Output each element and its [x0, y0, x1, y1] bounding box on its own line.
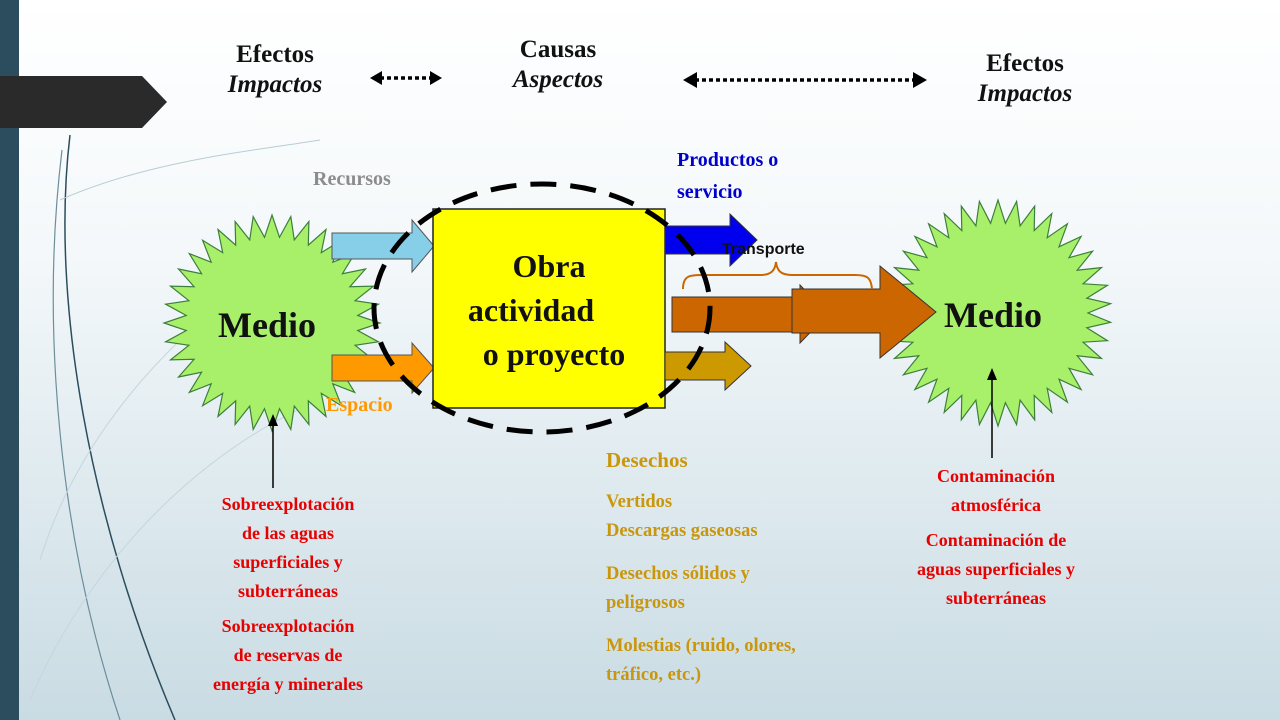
center-box-line2: actividad: [467, 292, 595, 328]
header-arrow-left: [370, 71, 442, 85]
header-center-subtitle: Aspectos: [512, 65, 604, 93]
header-center-title: Causas: [519, 36, 597, 63]
header-left: Efectos Impactos: [205, 40, 345, 99]
left-impact-line: energía y minerales: [213, 674, 363, 694]
left-impact-line: Sobreexplotación: [221, 616, 355, 636]
center-box-line1: Obra: [512, 248, 586, 284]
medio-right-label: Medio: [944, 295, 1042, 335]
header-center: Causas Aspectos: [488, 35, 628, 94]
right-impact-line: Contaminación: [936, 466, 1055, 486]
productos-label-line2: servicio: [677, 181, 743, 203]
productos-arrow: [664, 212, 758, 268]
right-impact-line: atmosférica: [951, 495, 1041, 515]
medio-left-starburst: [162, 213, 382, 433]
medio-right-starburst: [883, 198, 1113, 428]
header-left-title: Efectos: [236, 41, 314, 68]
transporte-label: Transporte: [722, 241, 805, 258]
right-impact-line: subterráneas: [946, 588, 1046, 608]
header-right-subtitle: Impactos: [977, 79, 1073, 107]
decorative-curves: [29, 134, 320, 720]
left-impact-line: superficiales y: [233, 552, 343, 572]
right-impact-line: Contaminación de: [925, 530, 1067, 550]
productos-label-line1: Productos o: [677, 149, 779, 171]
desechos-item: peligrosos: [606, 593, 685, 613]
center-box-line3: o proyecto: [482, 336, 626, 372]
desechos-item: tráfico, etc.): [606, 665, 702, 685]
desechos-item: Vertidos: [606, 492, 673, 512]
left-impact-line: de las aguas: [241, 523, 335, 543]
right-impact-line: aguas superficiales y: [916, 559, 1075, 579]
left-impact-line: subterráneas: [238, 581, 338, 601]
desechos-item: Descargas gaseosas: [606, 521, 758, 541]
center-box: [432, 208, 666, 409]
header-right-title: Efectos: [986, 50, 1064, 77]
left-accent-bar: [0, 0, 19, 720]
header-right: Efectos Impactos: [955, 49, 1095, 108]
right-impacts: Contaminación atmosférica Contaminación …: [880, 462, 1112, 613]
desechos-list: Vertidos Descargas gaseosas Desechos sól…: [606, 488, 796, 690]
recursos-arrow: [331, 218, 435, 274]
desechos-title: Desechos: [606, 448, 688, 472]
espacio-label: Espacio: [326, 394, 393, 416]
transporte-arrow-large: [791, 264, 937, 360]
left-impact-pointer: [268, 414, 278, 488]
productos-label: Productos o servicio: [677, 144, 778, 208]
recursos-label: Recursos: [313, 168, 391, 190]
desechos-item: Desechos sólidos y: [606, 564, 750, 584]
header-arrow-right: [683, 72, 927, 88]
dashed-boundary-ellipse: [371, 181, 713, 435]
title-tab-shape: [0, 76, 167, 128]
center-box-text: Obra actividad o proyecto: [433, 244, 665, 376]
desechos-item: Molestias (ruido, olores,: [606, 636, 796, 656]
desechos-arrow: [664, 340, 752, 392]
right-impact-pointer: [987, 368, 997, 458]
transporte-brace: [682, 261, 873, 290]
medio-left-label: Medio: [218, 305, 316, 345]
left-impact-line: de reservas de: [233, 645, 343, 665]
left-impact-line: Sobreexplotación: [221, 494, 355, 514]
left-impacts: Sobreexplotación de las aguas superficia…: [178, 490, 398, 699]
header-left-subtitle: Impactos: [227, 70, 323, 98]
